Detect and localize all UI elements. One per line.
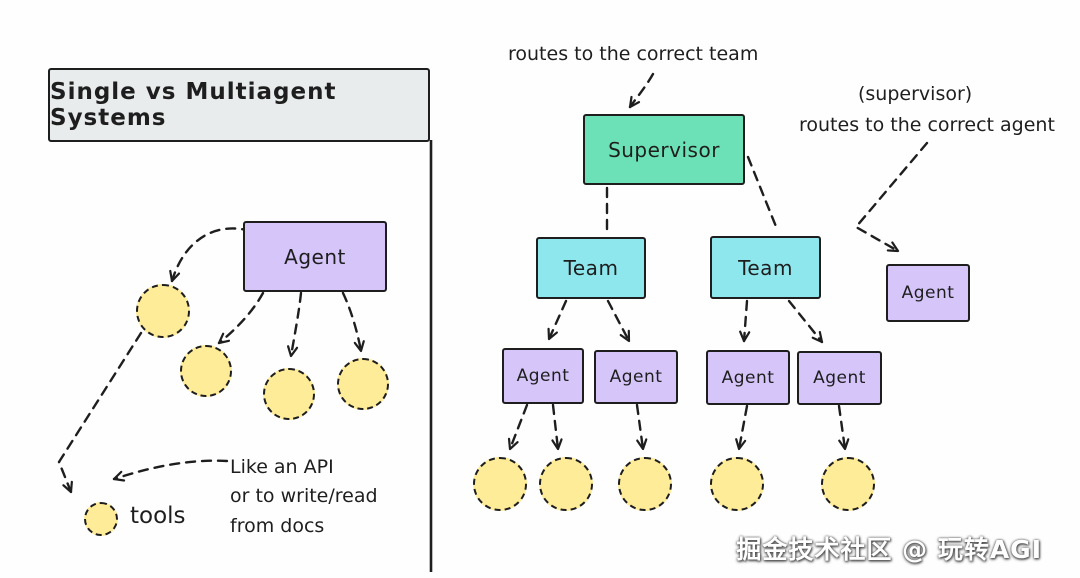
tools-note-line-1: Like an API — [230, 456, 334, 478]
multi-agent-box-2: Agent — [594, 350, 678, 404]
tool-circle-right-3 — [618, 457, 672, 511]
multi-agent-2-label: Agent — [609, 367, 663, 387]
team-box-right: Team — [710, 236, 821, 299]
tool-circle-left-2 — [180, 345, 232, 397]
arrow-team-right-to-agent4 — [787, 299, 824, 344]
arrow-agent-to-tool3 — [286, 291, 303, 358]
arrow-routes-agent-to-side-agent — [854, 141, 929, 253]
annotation-supervisor: (supervisor) — [858, 83, 973, 105]
arrow-agent-to-tool4 — [341, 291, 365, 353]
tools-note-line-2: or to write/read — [230, 485, 378, 508]
multi-agent-box-1: Agent — [502, 348, 584, 404]
arrow-agent3-to-toolcircle4 — [735, 404, 749, 451]
arrow-agent-to-tool2 — [217, 291, 265, 345]
tool-circle-right-2 — [539, 457, 593, 511]
multi-agent-box-4: Agent — [797, 351, 882, 405]
watermark: 掘金技术社区 @ 玩转AGI — [736, 535, 1042, 564]
multi-agent-4-label: Agent — [813, 368, 866, 388]
tool-circle-left-1 — [136, 284, 190, 338]
tool-circle-left-3 — [263, 368, 315, 420]
arrow-team-left-to-agent2 — [606, 299, 631, 343]
tool-circle-right-1 — [473, 457, 527, 511]
supervisor-label: Supervisor — [608, 137, 720, 162]
arrow-routes-team-to-supervisor — [628, 72, 655, 109]
tools-note: Like an API or to write/read from docs — [230, 453, 378, 541]
supervisor-box: Supervisor — [583, 114, 745, 185]
tool-circle-left-4 — [337, 358, 389, 410]
multi-agent-1-label: Agent — [516, 366, 570, 386]
arrow-team-right-to-agent3 — [739, 299, 751, 343]
multi-agent-3-label: Agent — [721, 367, 775, 388]
diagram-title-box: Single vs Multiagent Systems — [48, 68, 430, 142]
tool-circle-right-4 — [710, 457, 764, 511]
team-right-label: Team — [738, 255, 793, 280]
tools-label: tools — [130, 503, 186, 529]
line-supervisor-to-team-right — [746, 155, 779, 231]
arrow-agent1-to-toolcircle1 — [507, 403, 529, 451]
team-box-left: Team — [536, 237, 646, 299]
single-agent-box: Agent — [243, 221, 387, 292]
arrow-agent1-to-toolcircle2 — [551, 403, 563, 451]
multi-agent-box-3: Agent — [706, 350, 790, 405]
arrow-team-left-to-agent1 — [547, 299, 568, 341]
tools-circle — [84, 502, 118, 536]
annotation-routes-team: routes to the correct team — [508, 43, 759, 65]
team-left-label: Team — [563, 256, 619, 280]
arrow-agent4-to-toolcircle5 — [837, 404, 850, 451]
tools-note-line-3: from docs — [230, 514, 325, 537]
diagram-title: Single vs Multiagent Systems — [50, 79, 337, 131]
side-agent-label: Agent — [901, 283, 955, 303]
arrow-tool1-to-tools — [57, 331, 143, 494]
annotation-routes-agent: routes to the correct agent — [799, 114, 1055, 136]
single-agent-label: Agent — [284, 244, 346, 269]
arrow-agent-to-tool1 — [169, 227, 253, 283]
side-agent-box: Agent — [886, 264, 970, 322]
arrow-note-to-tools — [112, 459, 229, 482]
tool-circle-right-5 — [821, 457, 875, 511]
arrow-agent2-to-toolcircle3 — [635, 403, 648, 451]
